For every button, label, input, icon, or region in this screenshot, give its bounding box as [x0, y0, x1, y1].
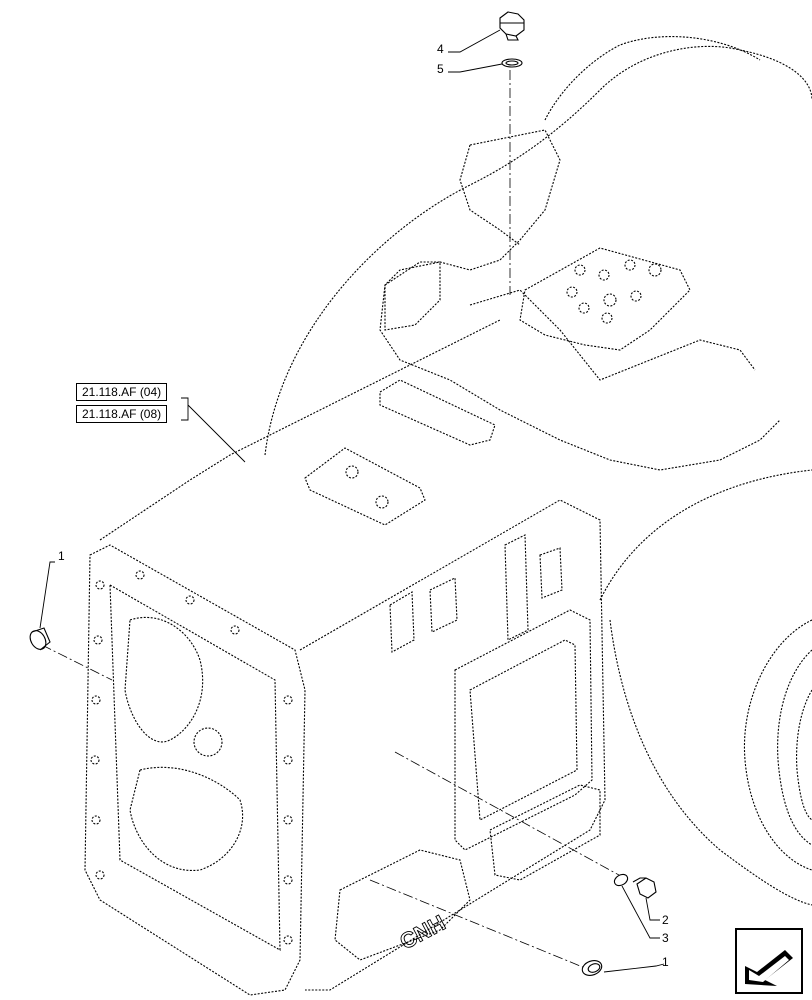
reference-box-08[interactable]: 21.118.AF (08) [76, 405, 168, 423]
side-access-panel-inner [469, 639, 578, 821]
top-plate-holes [345, 465, 389, 509]
callout-plug-side: 2 [662, 913, 669, 927]
top-deck-ridge [459, 144, 521, 246]
housing-dome-inner [544, 36, 761, 121]
side-rib-2 [539, 547, 563, 599]
mounting-pad-holes [566, 259, 662, 324]
top-deck-outline [379, 129, 781, 471]
callout-plug-left: 1 [58, 549, 65, 563]
mounting-pad [519, 247, 691, 351]
top-deck-front-edge [99, 319, 501, 541]
leader-seal-top [448, 63, 503, 73]
side-access-panel [454, 609, 593, 851]
front-housing-inner [109, 584, 281, 951]
flywheel-ring-inner [777, 649, 812, 846]
axis-side-plug [394, 751, 629, 881]
side-boss-2 [429, 577, 458, 633]
slot-plate [379, 379, 496, 446]
mounting-pad-base [469, 289, 756, 381]
callout-plug-bottom: 1 [662, 955, 669, 969]
flywheel-housing-outline [599, 469, 812, 601]
housing-dome-outline [264, 45, 812, 456]
axis-left-plug [41, 644, 113, 681]
front-internal-gears [124, 616, 204, 743]
reference-box-04[interactable]: 21.118.AF (04) [76, 383, 168, 401]
front-internal-shaft [129, 766, 244, 871]
leader-plug-side [645, 897, 660, 921]
plug-left-part [29, 627, 51, 651]
front-housing-face [84, 544, 306, 996]
side-cover-lower [489, 784, 601, 881]
flywheel-housing-lower [609, 619, 812, 906]
seal-side-part [613, 873, 629, 887]
top-plate-small [304, 447, 426, 526]
front-face-bolt-holes [90, 570, 293, 945]
flywheel-ring [743, 619, 812, 871]
leader-seal-side [621, 885, 660, 939]
plug-side-part [632, 877, 657, 899]
plug-bottom-part [581, 960, 603, 976]
plug-top-part [499, 11, 525, 41]
callout-seal-side: 3 [662, 931, 669, 945]
callout-plug-top: 4 [437, 42, 444, 56]
front-shaft-bore [193, 727, 223, 757]
callout-seal-top: 5 [437, 62, 444, 76]
casting-logo-text: CNH [396, 910, 450, 954]
axis-bottom-plug [369, 879, 591, 971]
bracket-left [384, 261, 441, 331]
side-rib-1 [504, 534, 529, 641]
seal-top-part [501, 58, 523, 68]
leader-plug-bottom [603, 963, 665, 973]
leader-reference [181, 397, 246, 463]
arrow-direction-icon[interactable] [735, 928, 803, 994]
leader-plug-top [448, 29, 501, 53]
side-housing-face [299, 499, 606, 991]
leader-plug-left [39, 561, 55, 629]
flywheel-ring-inner2 [796, 689, 812, 821]
side-boss-1 [389, 591, 415, 653]
